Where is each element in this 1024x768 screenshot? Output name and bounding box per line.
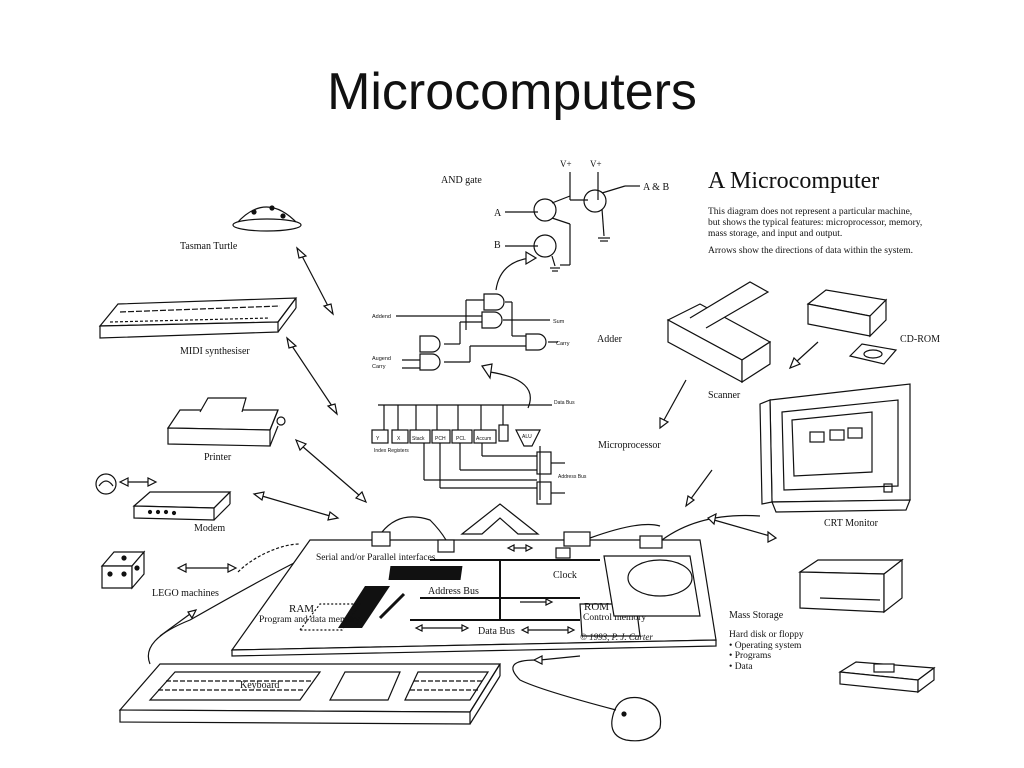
printer-label: Printer	[204, 452, 232, 463]
cd-rom-drawing	[806, 289, 898, 365]
arrow-modem-icon	[252, 491, 340, 521]
floppy-disk-icon	[838, 661, 936, 694]
motherboard-drawing	[230, 539, 717, 657]
mass-storage-item: Hard disk or floppy	[729, 630, 804, 640]
vplus-label-1: V+	[560, 159, 572, 169]
mass-storage-item: • Programs	[729, 651, 772, 661]
carry-in-label: Carry	[372, 364, 386, 370]
coiled-cable	[237, 543, 301, 573]
alu-label: ALU	[522, 434, 532, 440]
scanner-drawing	[666, 281, 772, 384]
zoom-up-arrow-icon	[460, 503, 540, 535]
arrow-midi-icon	[286, 336, 338, 416]
ram-label: RAM	[289, 603, 314, 615]
copyright-label: © 1993, P. J. Carter	[580, 632, 653, 642]
midi-synthesiser-label: MIDI synthesiser	[180, 346, 250, 357]
vplus-label-2: V+	[590, 159, 602, 169]
reg-stack-label: Stack	[412, 436, 425, 442]
cd-rom-label: CD-ROM	[900, 334, 940, 345]
adder-circuit	[396, 293, 558, 371]
addend-label: Addend	[372, 314, 391, 320]
arrow-bus-4-icon	[520, 626, 576, 634]
mass-storage-drawing	[798, 558, 904, 614]
reg-pcl-label: PCL	[456, 436, 466, 442]
microprocessor-label: Microprocessor	[598, 440, 661, 451]
clock-label: Clock	[553, 570, 577, 581]
midi-synthesiser-drawing	[98, 297, 298, 339]
adder-label: Adder	[597, 334, 623, 345]
arrow-keyboard-icon	[159, 609, 198, 637]
zoom-arrow-2-icon	[489, 371, 531, 409]
data-bus-label: Data Bus	[478, 626, 515, 637]
connector-1	[371, 531, 391, 547]
arrow-turtle-icon	[296, 246, 334, 316]
serial-parallel-label: Serial and/or Parallel interfaces	[316, 552, 436, 563]
arrow-scanner-icon	[659, 379, 687, 430]
crt-monitor-drawing	[759, 383, 911, 513]
arrow-bus-3-icon	[414, 624, 470, 632]
modem-label: Modem	[194, 523, 225, 534]
reg-x-label: X	[397, 436, 401, 442]
arrow-cdrom-icon	[788, 341, 819, 370]
tasman-turtle-drawing	[232, 205, 302, 232]
rom-label: ROM	[584, 601, 609, 613]
cable-1	[381, 516, 447, 541]
crt-monitor-label: CRT Monitor	[824, 518, 879, 529]
carry-out-label: Carry	[556, 341, 570, 347]
diagram-heading: A Microcomputer	[708, 168, 880, 194]
a-and-b-label: A & B	[643, 182, 669, 193]
mass-storage-label: Mass Storage	[729, 610, 784, 621]
connector-2	[437, 539, 455, 553]
arrow-head-2-icon	[481, 363, 493, 380]
data-bus-small-label: Data Bus	[554, 400, 575, 406]
input-b-label: B	[494, 240, 501, 251]
ram-sub-label: Program and data memory	[259, 615, 360, 625]
mass-storage-item: • Data	[729, 661, 753, 672]
scanner-label: Scanner	[708, 390, 741, 401]
arrow-storage-icon	[706, 512, 778, 543]
and-gate-circuit	[505, 172, 640, 272]
address-bus-label: Address Bus	[428, 586, 479, 597]
arrow-mouse-icon	[532, 655, 581, 665]
connector-3	[563, 531, 591, 547]
address-bus-small-label: Address Bus	[558, 474, 587, 480]
keyboard-drawing	[118, 663, 502, 725]
modem-drawing	[95, 473, 232, 521]
diagram-description: This diagram does not represent a partic…	[708, 207, 923, 263]
arrow-head-icon	[525, 250, 538, 266]
reg-pch-label: PCH	[435, 436, 446, 442]
description-text-2: Arrows show the directions of data withi…	[708, 246, 914, 256]
reg-y-label: Y	[376, 436, 380, 442]
arrow-monitor-icon	[685, 469, 713, 508]
arrow-printer-icon	[294, 438, 368, 504]
index-registers-label: Index Registers	[374, 448, 409, 454]
data-flow-arrows	[118, 246, 819, 665]
arrow-bus-1-icon	[506, 544, 534, 552]
tasman-turtle-label: Tasman Turtle	[180, 241, 238, 252]
description-text-1: This diagram does not represent a partic…	[708, 207, 923, 239]
printer-drawing	[166, 397, 286, 447]
arrow-lego-icon	[176, 563, 238, 573]
slide-title: Microcomputers	[327, 63, 697, 121]
lego-drawing	[100, 550, 146, 590]
reg-accum-label: Accum	[476, 436, 491, 442]
microprocessor-internals	[371, 404, 565, 505]
mass-storage-list: Hard disk or floppy • Operating system •…	[729, 630, 804, 672]
rom-sub-label: Control memory	[583, 613, 646, 623]
arrow-modem-left-icon	[118, 477, 158, 487]
connector-4	[639, 535, 663, 549]
arrow-bus-2-icon	[520, 598, 554, 606]
keyboard-label: Keyboard	[240, 680, 279, 691]
mass-storage-item: • Operating system	[729, 640, 802, 651]
monitor-cable	[661, 514, 761, 541]
mouse-drawing	[512, 659, 662, 742]
and-gate-label: AND gate	[441, 175, 482, 186]
lego-machines-label: LEGO machines	[152, 588, 219, 599]
augend-label: Augend	[372, 356, 391, 362]
cable-3	[589, 523, 661, 539]
sum-label: Sum	[553, 319, 565, 325]
zoom-arrow-icon	[495, 257, 531, 291]
input-a-label: A	[494, 208, 502, 219]
